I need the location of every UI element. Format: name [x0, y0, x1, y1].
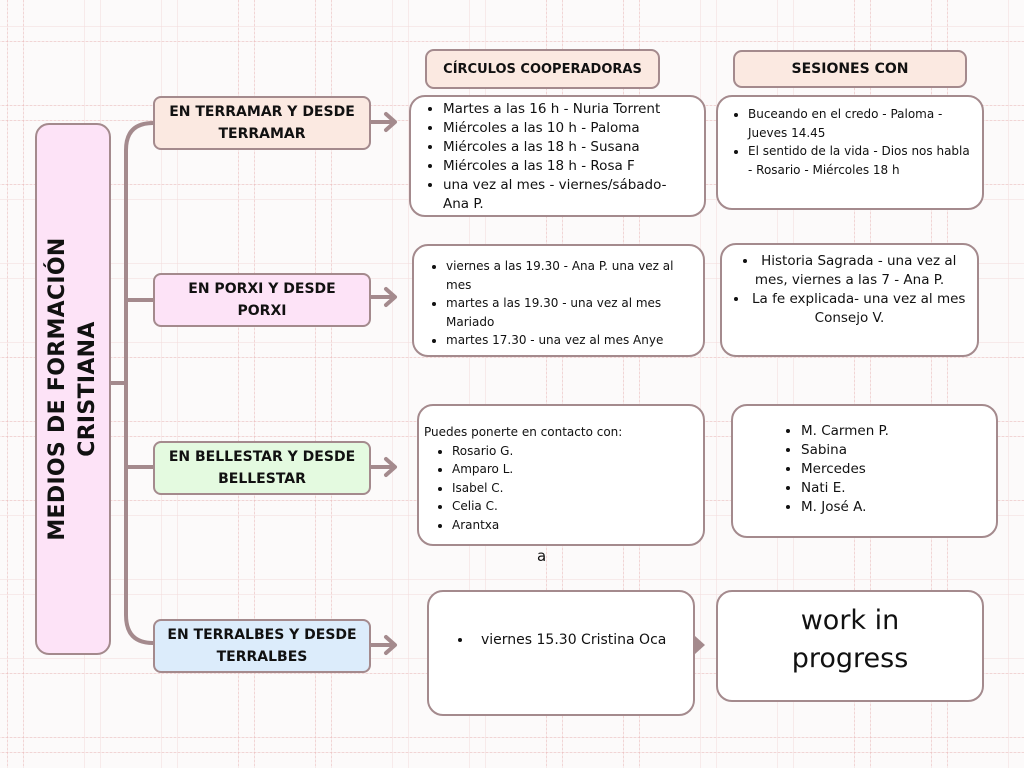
list-item: M. José A.: [801, 498, 988, 517]
list-item: Miércoles a las 18 h - Susana: [443, 138, 696, 157]
stray-text: a: [537, 547, 547, 565]
list-item: Miércoles a las 18 h - Rosa F: [443, 157, 696, 176]
header-circulos-cooperadoras: CÍRCULOS COOPERADORAS: [425, 49, 660, 89]
list-item: martes 17.30 - una vez al mes Anye: [446, 331, 695, 350]
branch-porxi: EN PORXI Y DESDE PORXI: [153, 273, 371, 327]
header-sesiones-con: SESIONES CON: [733, 50, 967, 88]
porxi-circulos-box: viernes a las 19.30 - Ana P. una vez al …: [412, 244, 705, 357]
terramar-circulos-list: Martes a las 16 h - Nuria Torrent Miérco…: [423, 100, 696, 214]
terralbes-circulos-list: viernes 15.30 Cristina Oca: [447, 630, 685, 650]
bellestar-sesiones-list: M. Carmen P. Sabina Mercedes Nati E. M. …: [781, 422, 988, 517]
list-item: Amparo L.: [452, 460, 695, 479]
list-item: viernes 15.30 Cristina Oca: [473, 630, 685, 650]
root-title: MEDIOS DE FORMACIÓN CRISTIANA: [45, 237, 100, 541]
list-item: Miércoles a las 10 h - Paloma: [443, 119, 696, 138]
list-item: una vez al mes - viernes/sábado- Ana P.: [443, 176, 696, 214]
list-item: martes a las 19.30 - una vez al mes Mari…: [446, 294, 695, 331]
list-item: M. Carmen P.: [801, 422, 988, 441]
list-item: Nati E.: [801, 479, 988, 498]
terramar-circulos-box: Martes a las 16 h - Nuria Torrent Miérco…: [409, 95, 706, 217]
root-node: MEDIOS DE FORMACIÓN CRISTIANA: [35, 123, 111, 655]
list-item: Sabina: [801, 441, 988, 460]
bellestar-contacts-list: Rosario G. Amparo L. Isabel C. Celia C. …: [424, 442, 695, 535]
bellestar-circulos-box: Puedes ponerte en contacto con: Rosario …: [417, 404, 705, 546]
terralbes-circulos-box: viernes 15.30 Cristina Oca: [427, 590, 695, 716]
list-item: Rosario G.: [452, 442, 695, 461]
porxi-sesiones-list: Historia Sagrada - una vez al mes, viern…: [732, 252, 967, 328]
contact-intro: Puedes ponerte en contacto con:: [424, 425, 623, 439]
list-item: El sentido de la vida - Dios nos habla -…: [748, 142, 974, 179]
branch-terramar: EN TERRAMAR Y DESDE TERRAMAR: [153, 96, 371, 150]
list-item: Isabel C.: [452, 479, 695, 498]
terralbes-sesiones-box: work in progress: [716, 590, 984, 702]
terramar-sesiones-list: Buceando en el credo - Paloma - Jueves 1…: [728, 105, 974, 179]
list-item: Arantxa: [452, 516, 695, 535]
branch-terralbes: EN TERRALBES Y DESDE TERRALBES: [153, 619, 371, 673]
list-item: La fe explicada- una vez al mes Consejo …: [732, 290, 967, 328]
list-item: Martes a las 16 h - Nuria Torrent: [443, 100, 696, 119]
list-item: Buceando en el credo - Paloma - Jueves 1…: [748, 105, 974, 142]
list-item: Historia Sagrada - una vez al mes, viern…: [732, 252, 967, 290]
list-item: Celia C.: [452, 497, 695, 516]
porxi-circulos-list: viernes a las 19.30 - Ana P. una vez al …: [426, 257, 695, 350]
list-item: viernes a las 19.30 - Ana P. una vez al …: [446, 257, 695, 294]
terramar-sesiones-box: Buceando en el credo - Paloma - Jueves 1…: [716, 95, 984, 210]
work-in-progress-text: work in progress: [791, 605, 909, 674]
porxi-sesiones-box: Historia Sagrada - una vez al mes, viern…: [720, 243, 979, 357]
list-item: Mercedes: [801, 460, 988, 479]
bellestar-sesiones-box: M. Carmen P. Sabina Mercedes Nati E. M. …: [731, 404, 998, 538]
branch-bellestar: EN BELLESTAR Y DESDE BELLESTAR: [153, 441, 371, 495]
